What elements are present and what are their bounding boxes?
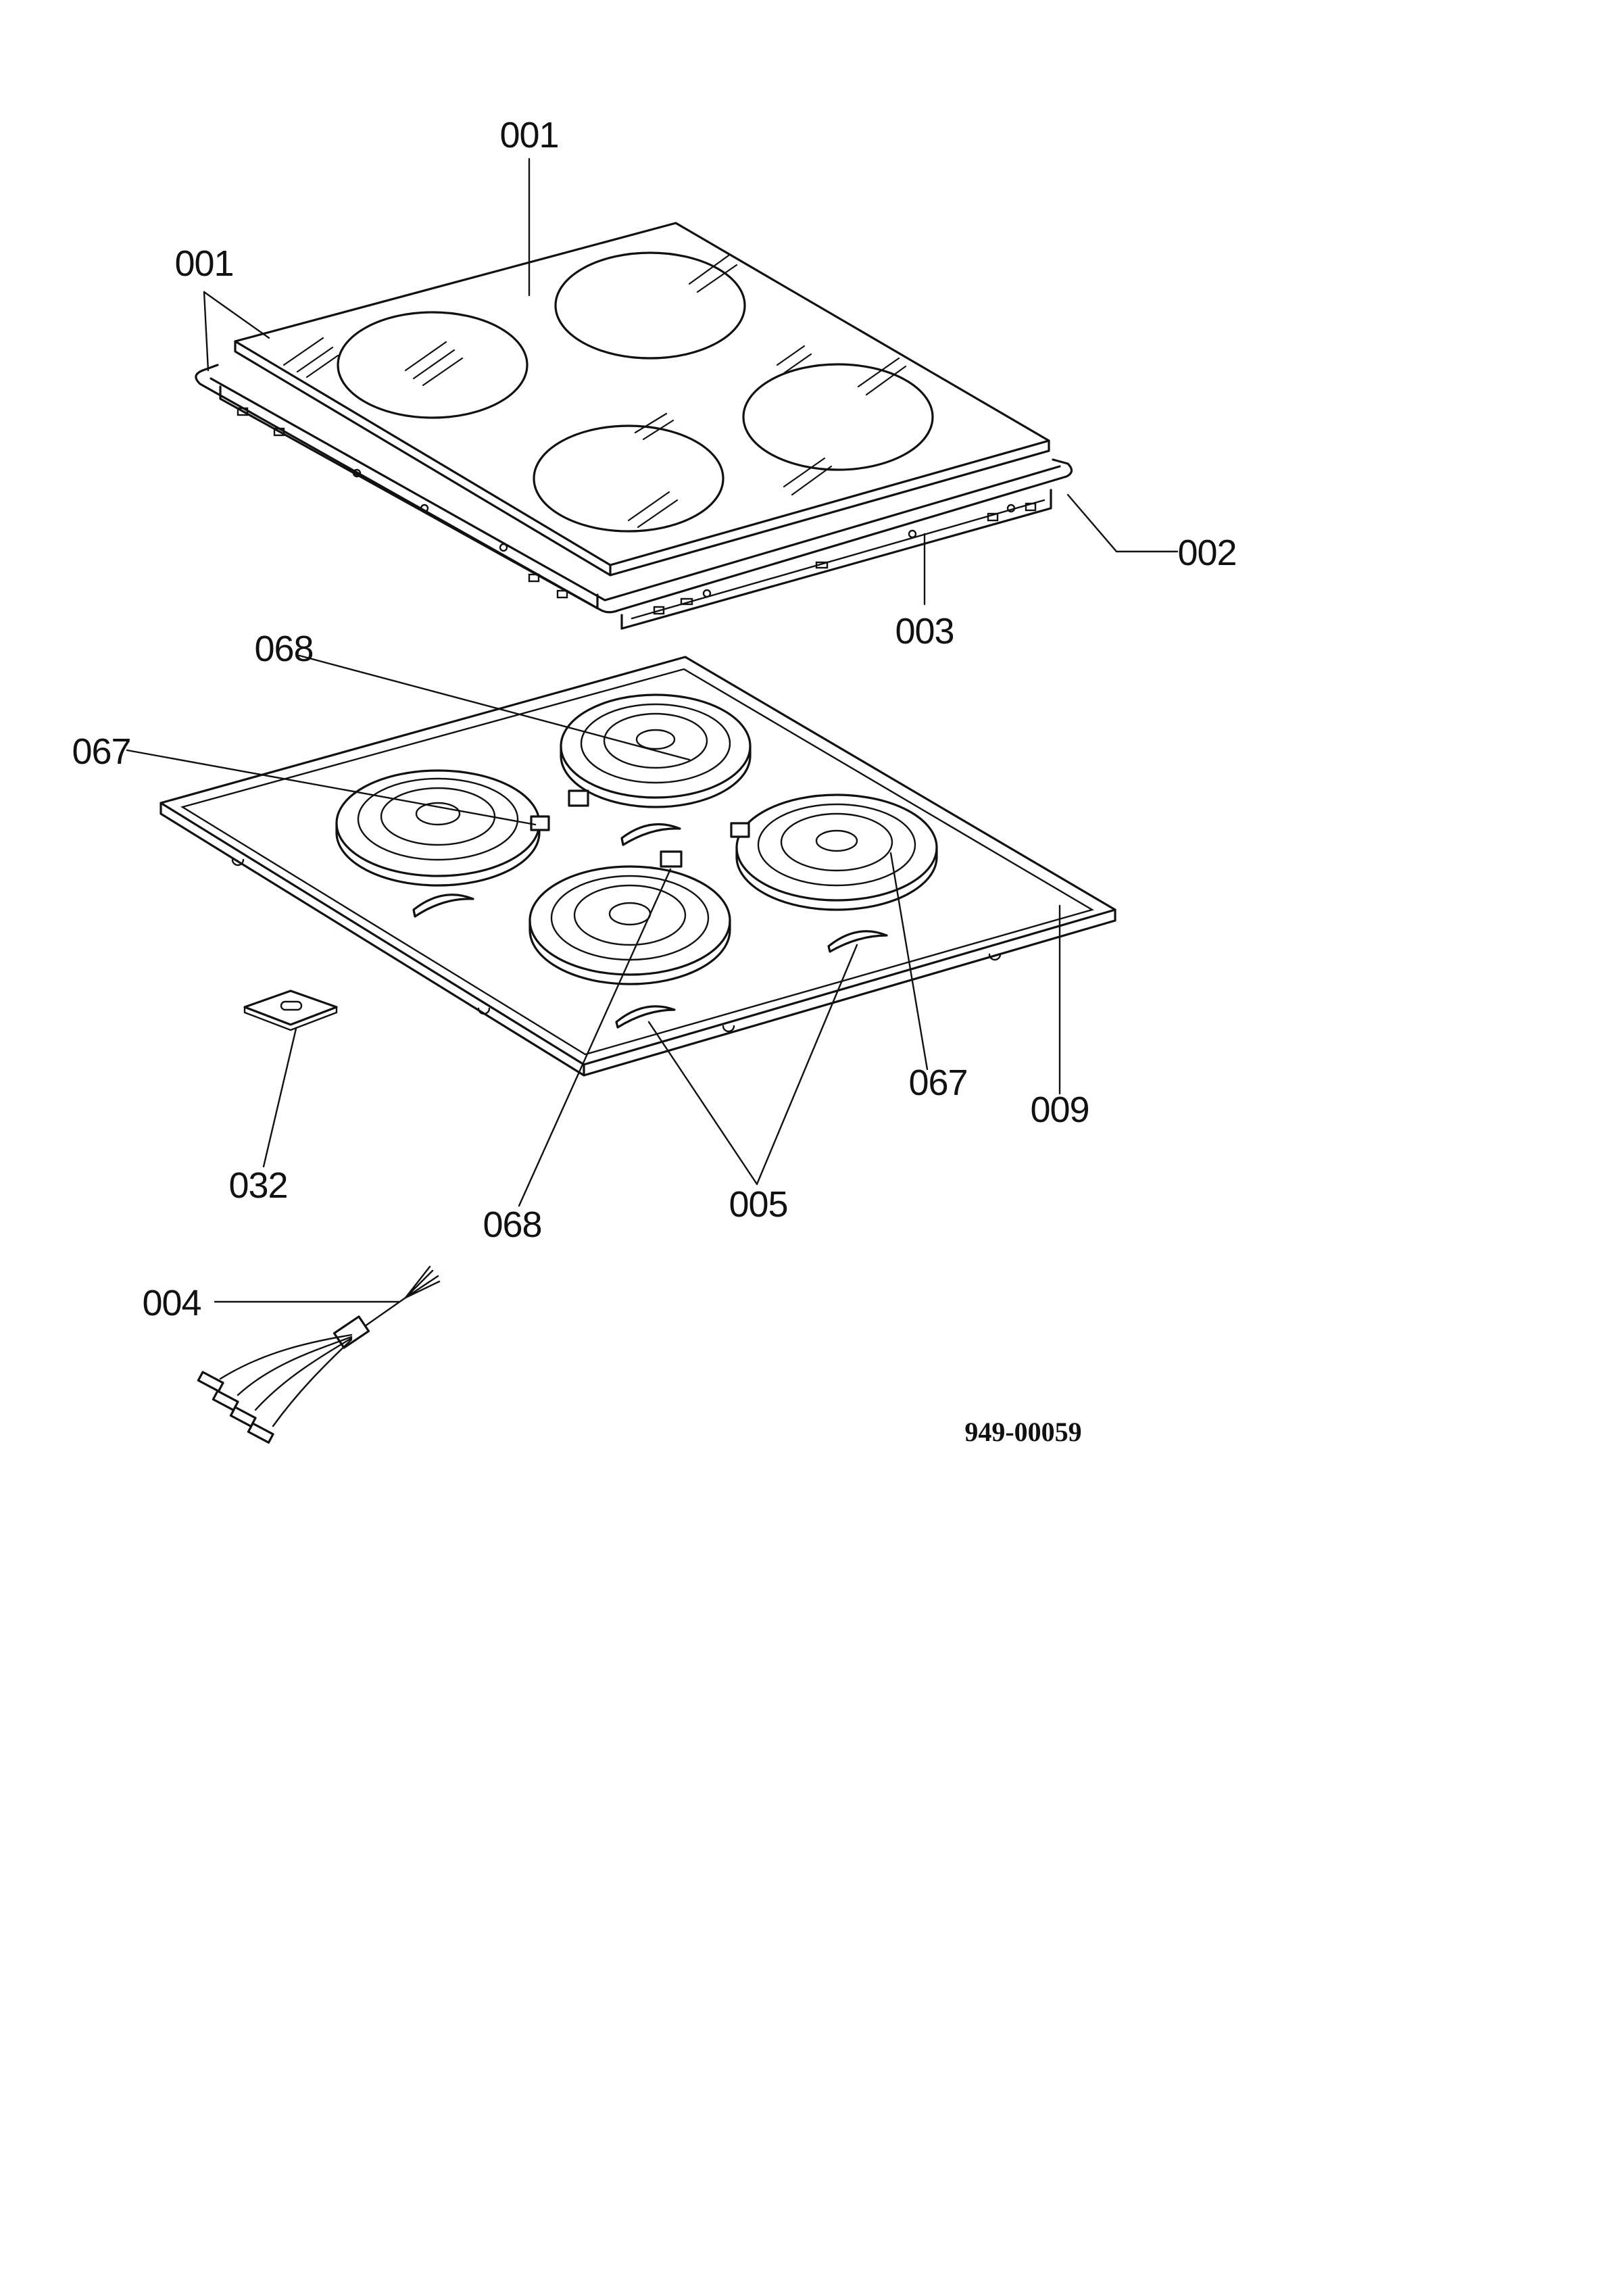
cable-harness-004 bbox=[197, 1265, 441, 1444]
heating-element-back bbox=[560, 693, 752, 808]
label-frame-strip: 002 bbox=[1177, 533, 1236, 573]
label-bracket-clip: 032 bbox=[228, 1165, 287, 1206]
support-tray bbox=[159, 656, 1116, 1077]
label-glass-top: 001 bbox=[499, 115, 558, 155]
heating-element-right bbox=[730, 793, 938, 911]
glass-cooktop bbox=[234, 222, 1050, 577]
label-element-left: 067 bbox=[72, 731, 130, 772]
leader-lines bbox=[126, 157, 1179, 1303]
frame-assembly bbox=[195, 364, 1073, 630]
label-element-right: 067 bbox=[908, 1062, 967, 1103]
label-heater-clips: 005 bbox=[729, 1184, 787, 1225]
label-element-front: 068 bbox=[483, 1204, 541, 1245]
bracket-clip-032 bbox=[243, 990, 338, 1031]
label-frame-side: 003 bbox=[895, 611, 954, 652]
document-number: 949-00059 bbox=[964, 1417, 1081, 1447]
label-support-tray: 009 bbox=[1030, 1090, 1089, 1130]
heating-element-front bbox=[529, 850, 731, 985]
label-element-back: 068 bbox=[254, 629, 313, 669]
label-glass-top-edge: 001 bbox=[174, 243, 233, 284]
label-cable-harness: 004 bbox=[142, 1283, 201, 1323]
